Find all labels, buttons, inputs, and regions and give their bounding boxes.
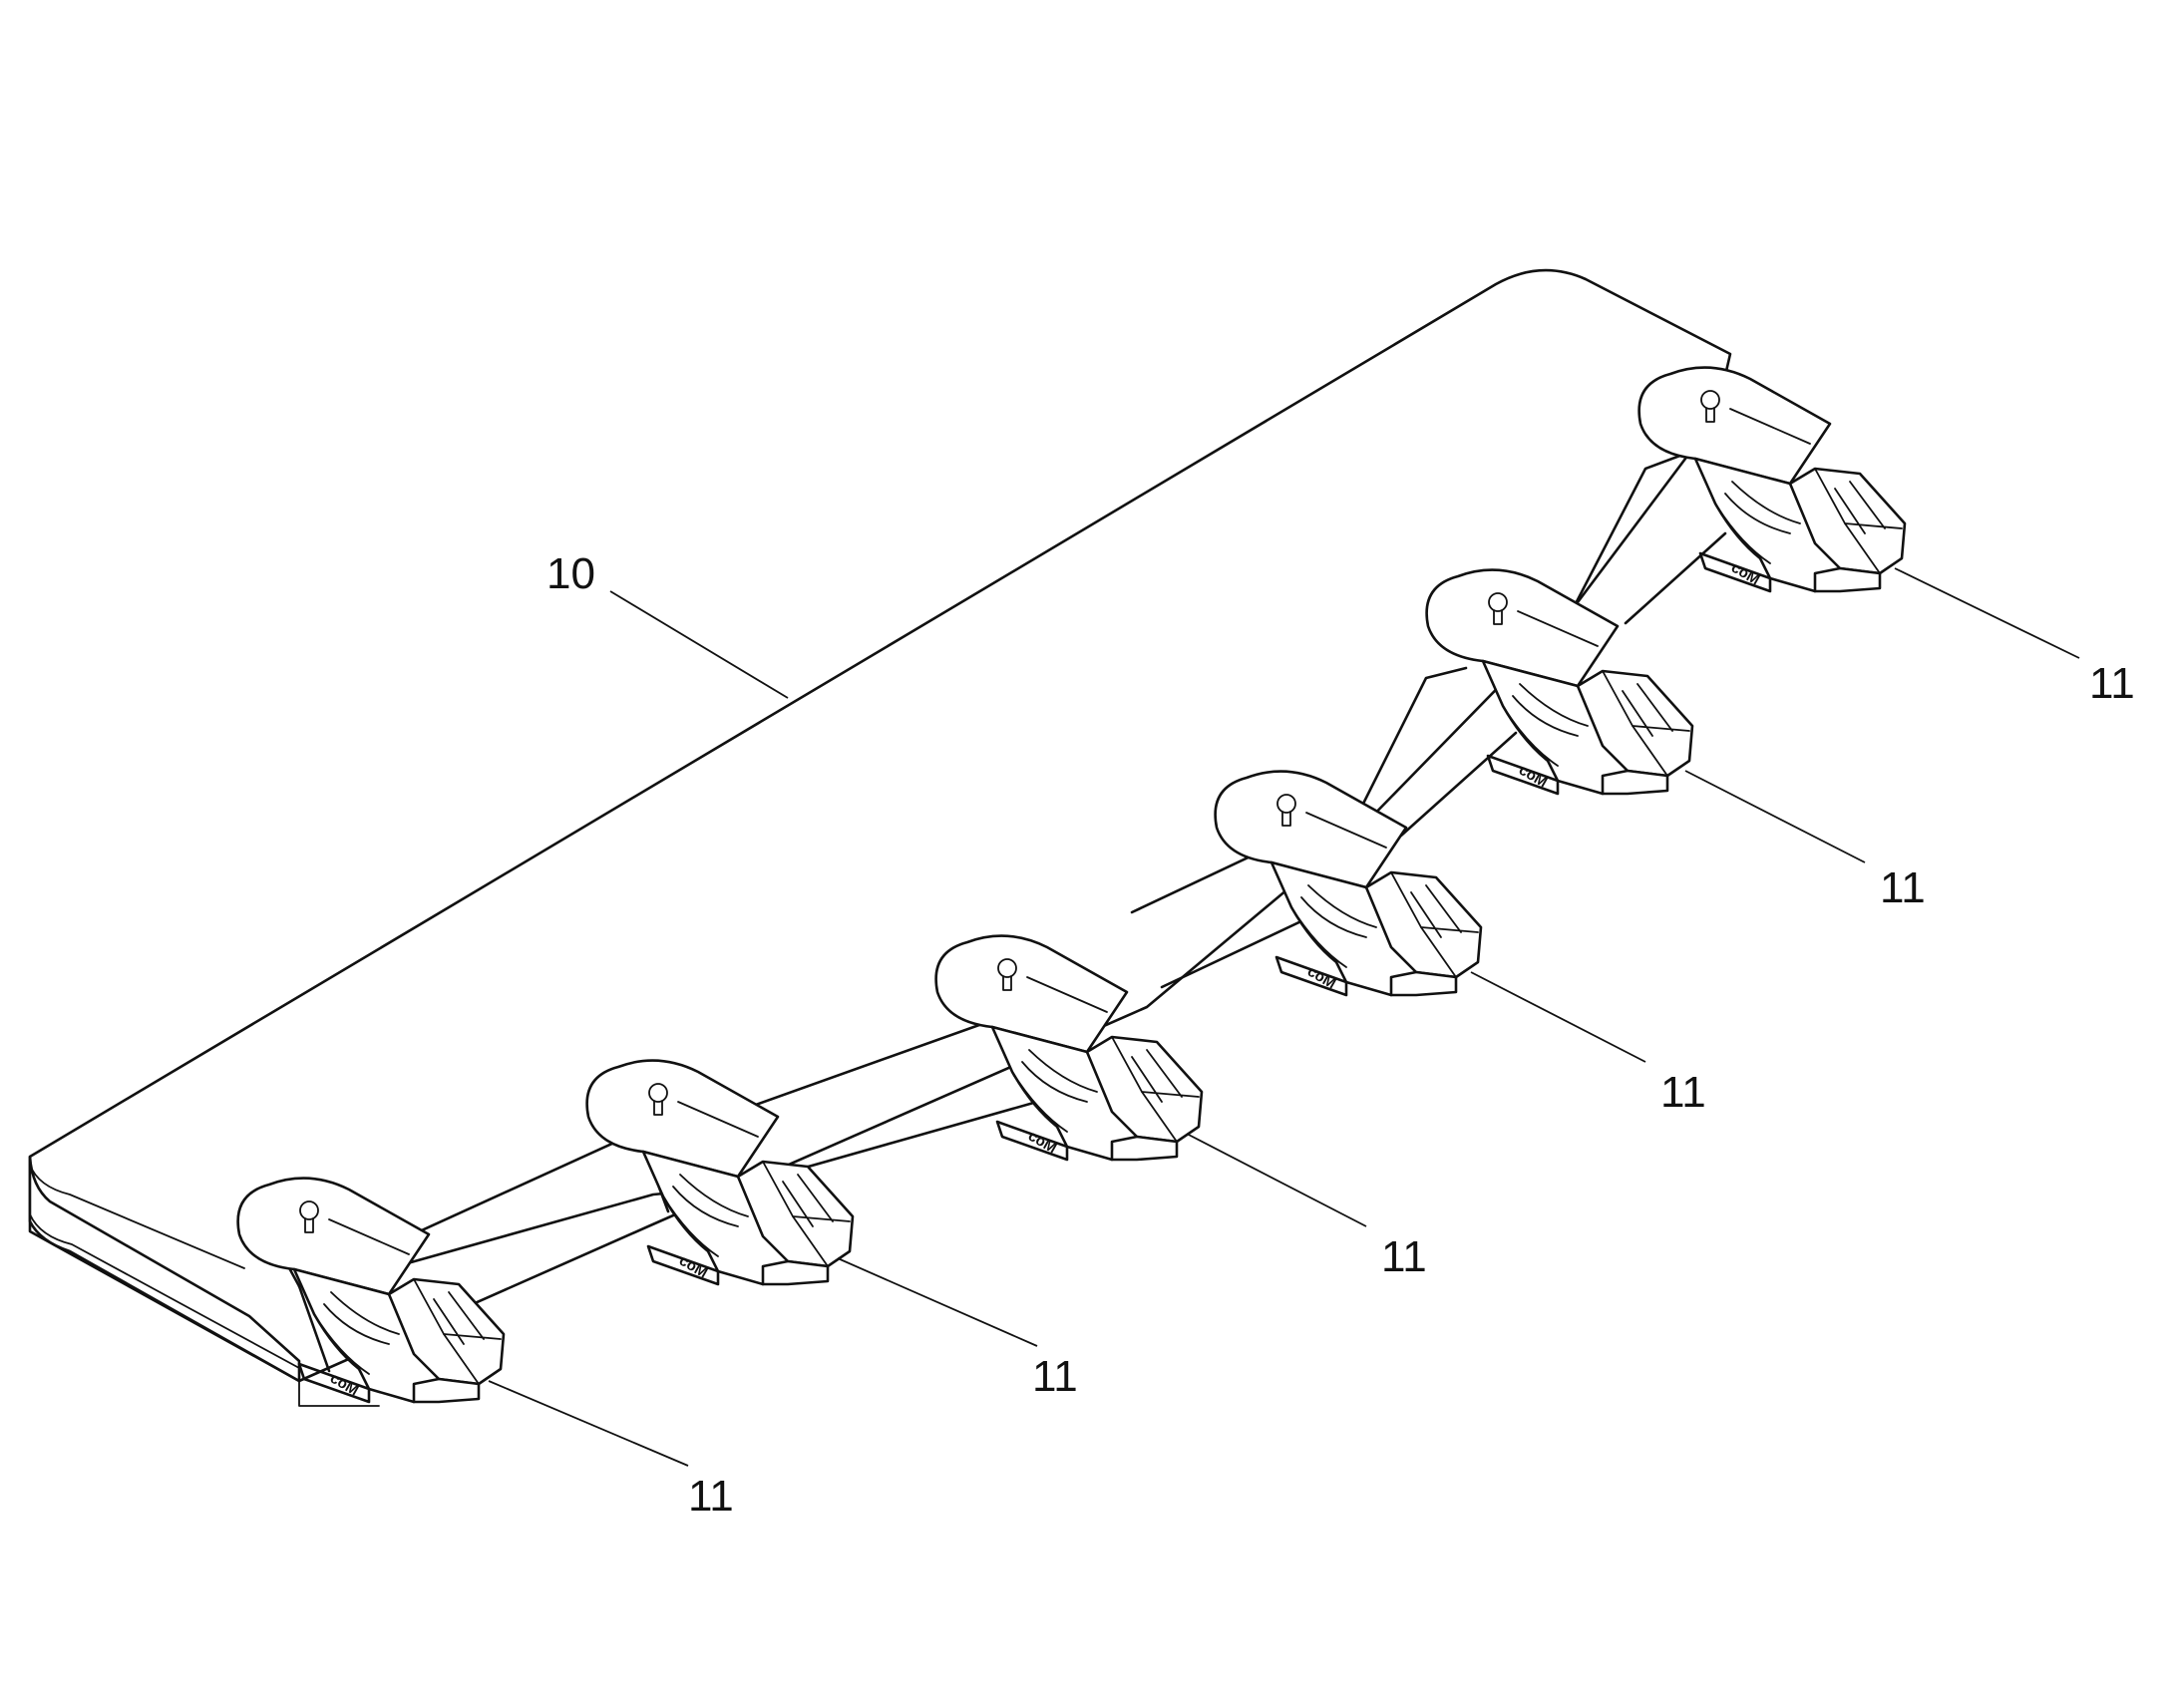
tooth-2-marking: coM bbox=[676, 1252, 710, 1282]
label-11-a: 11 bbox=[688, 1472, 734, 1521]
bucket-lip-plate bbox=[28, 268, 1732, 1407]
tooth-5-marking: coM bbox=[1516, 762, 1550, 792]
leader-10 bbox=[609, 590, 789, 699]
label-11-d: 11 bbox=[1660, 1068, 1706, 1117]
label-11-e: 11 bbox=[1880, 863, 1926, 912]
leader-11-c bbox=[1186, 1133, 1367, 1227]
leader-11-d bbox=[1470, 971, 1646, 1063]
label-11-c: 11 bbox=[1381, 1232, 1427, 1281]
leader-11-f bbox=[1894, 567, 2080, 659]
leader-11-e bbox=[1684, 770, 1866, 863]
reference-labels: 10 11 11 11 11 11 11 bbox=[546, 549, 2135, 1521]
tooth-4-marking: coM bbox=[1304, 963, 1338, 993]
leader-11-a bbox=[488, 1380, 689, 1467]
leader-11-b bbox=[837, 1257, 1038, 1347]
tooth-3-marking: coM bbox=[1025, 1128, 1059, 1158]
tooth-6: coM bbox=[1637, 366, 1907, 593]
tooth-1-marking: coM bbox=[327, 1370, 361, 1400]
label-10: 10 bbox=[546, 549, 595, 598]
tooth-6-marking: coM bbox=[1728, 559, 1762, 589]
leader-lines bbox=[488, 567, 2080, 1467]
label-11-f: 11 bbox=[2089, 659, 2135, 708]
label-11-b: 11 bbox=[1032, 1352, 1078, 1401]
